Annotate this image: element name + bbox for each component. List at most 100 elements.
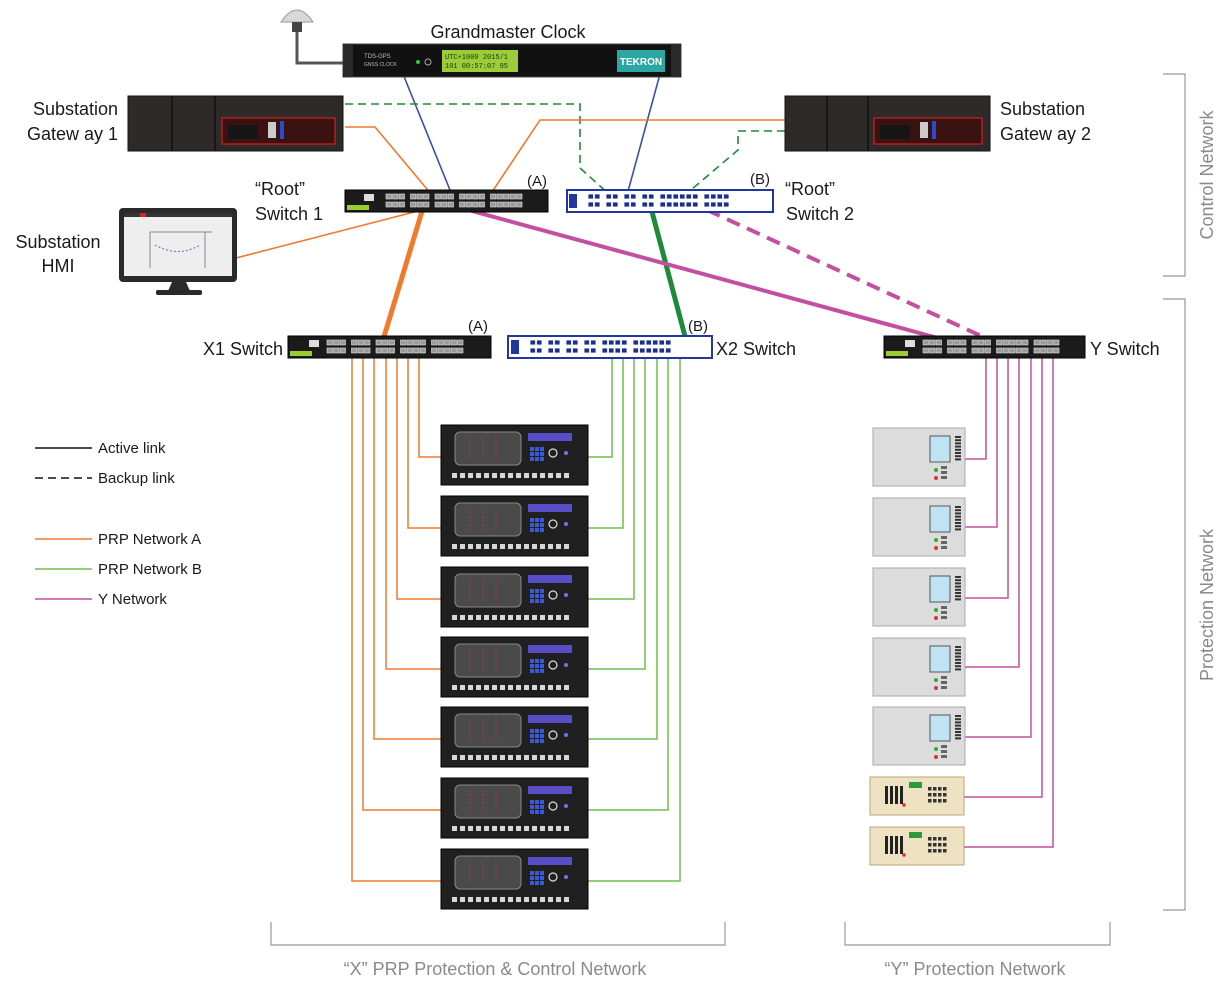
y-relay-column (869, 427, 966, 866)
switch-port (496, 201, 503, 208)
switch-port (723, 201, 730, 208)
clock-link-root2 (626, 73, 661, 196)
legend-prp-a: PRP Network A (98, 531, 201, 548)
switch-port (672, 193, 679, 200)
switch-port (410, 193, 417, 200)
switch-port (996, 339, 1003, 346)
bracket-y-network: “Y” Protection Network (844, 922, 1111, 979)
root2-tag: (B) (750, 171, 770, 188)
switch-port (364, 339, 371, 346)
y-tan-relay-2 (869, 826, 965, 866)
prp-a-drop-3 (396, 358, 441, 600)
y-drop-1 (965, 358, 987, 460)
prp-b-drop-4 (588, 358, 646, 670)
switch-port (587, 201, 594, 208)
switch-port (685, 201, 692, 208)
switch-port (547, 339, 554, 346)
y-network-label: “Y” Protection Network (884, 959, 1066, 979)
switch-port (406, 347, 413, 354)
switch-port (326, 339, 333, 346)
switch-port (554, 339, 561, 346)
switch-port (583, 339, 590, 346)
switch-port (929, 347, 936, 354)
prp-a-drop-6 (362, 358, 441, 811)
switch-port (679, 201, 686, 208)
switch-port (1015, 347, 1022, 354)
gateway1-label-line1: Substation (33, 99, 118, 119)
switch-port (326, 347, 333, 354)
gw1-link-root1 (345, 126, 433, 196)
gateway2-label-line2: Gatew ay 2 (1000, 124, 1091, 144)
switch-port (490, 193, 497, 200)
switch-port (503, 201, 510, 208)
x-relay-3 (440, 566, 589, 628)
switch-port (594, 193, 601, 200)
switch-port (996, 347, 1003, 354)
switch-port (659, 193, 666, 200)
switch-port (922, 339, 929, 346)
prp-a-drop-7 (351, 358, 441, 882)
switch-port (459, 193, 466, 200)
y-drop-3 (965, 358, 1009, 599)
grandmaster-clock: TDS-GPS GNSS CLOCK UTC+1000 2015/1 101 0… (280, 9, 682, 78)
switch-port (516, 201, 523, 208)
switch-port (392, 193, 399, 200)
switch-port (710, 193, 717, 200)
switch-port (1002, 347, 1009, 354)
gateway2-label-line1: Substation (1000, 99, 1085, 119)
prp-b-drop-7 (588, 358, 681, 882)
switch-port (621, 347, 628, 354)
switch-port (608, 339, 615, 346)
switch-port (565, 347, 572, 354)
switch-port (1009, 347, 1016, 354)
switch-port (929, 339, 936, 346)
switch-port (565, 339, 572, 346)
switch-port (641, 193, 648, 200)
switch-port (623, 193, 630, 200)
switch-port (1022, 347, 1029, 354)
bracket-control-network: Control Network (1163, 73, 1217, 277)
switch-port (447, 193, 454, 200)
switch-port (437, 339, 444, 346)
switch-port (639, 339, 646, 346)
root1-label-line2: Switch 1 (255, 204, 323, 224)
switch-port (947, 347, 954, 354)
clock-display (442, 50, 518, 72)
clock-display-line1: UTC+1000 2015/1 (445, 54, 508, 62)
y-relay-4 (872, 637, 966, 697)
bracket-protection-network: Protection Network (1163, 298, 1217, 911)
x1-tag: (A) (468, 318, 488, 335)
switch-port (413, 347, 420, 354)
switch-port (659, 201, 666, 208)
switch-port (960, 339, 967, 346)
x-relay-2 (440, 495, 589, 557)
switch-port (364, 347, 371, 354)
switch-port (441, 193, 448, 200)
switch-port (472, 201, 479, 208)
substation-gateway-2: Substation Gatew ay 2 (784, 95, 1091, 152)
x2-label: X2 Switch (716, 339, 796, 359)
switch-port (984, 347, 991, 354)
switch-port (1046, 339, 1053, 346)
switch-port (984, 339, 991, 346)
switch-port (351, 347, 358, 354)
switch-port (953, 347, 960, 354)
switch-port (478, 201, 485, 208)
switch-port (375, 339, 382, 346)
switch-port (623, 201, 630, 208)
switch-port (547, 347, 554, 354)
switch-port (614, 339, 621, 346)
switch-port (710, 201, 717, 208)
switch-port (503, 193, 510, 200)
trunk-root2-x2 (648, 207, 689, 341)
switch-port (614, 347, 621, 354)
switch-port (978, 347, 985, 354)
switch-port (685, 193, 692, 200)
switch-port (572, 339, 579, 346)
switch-port (413, 339, 420, 346)
x-relay-column (440, 424, 589, 910)
switch-port (1009, 339, 1016, 346)
switch-port (434, 193, 441, 200)
switch-port (423, 193, 430, 200)
switch-port (339, 339, 346, 346)
